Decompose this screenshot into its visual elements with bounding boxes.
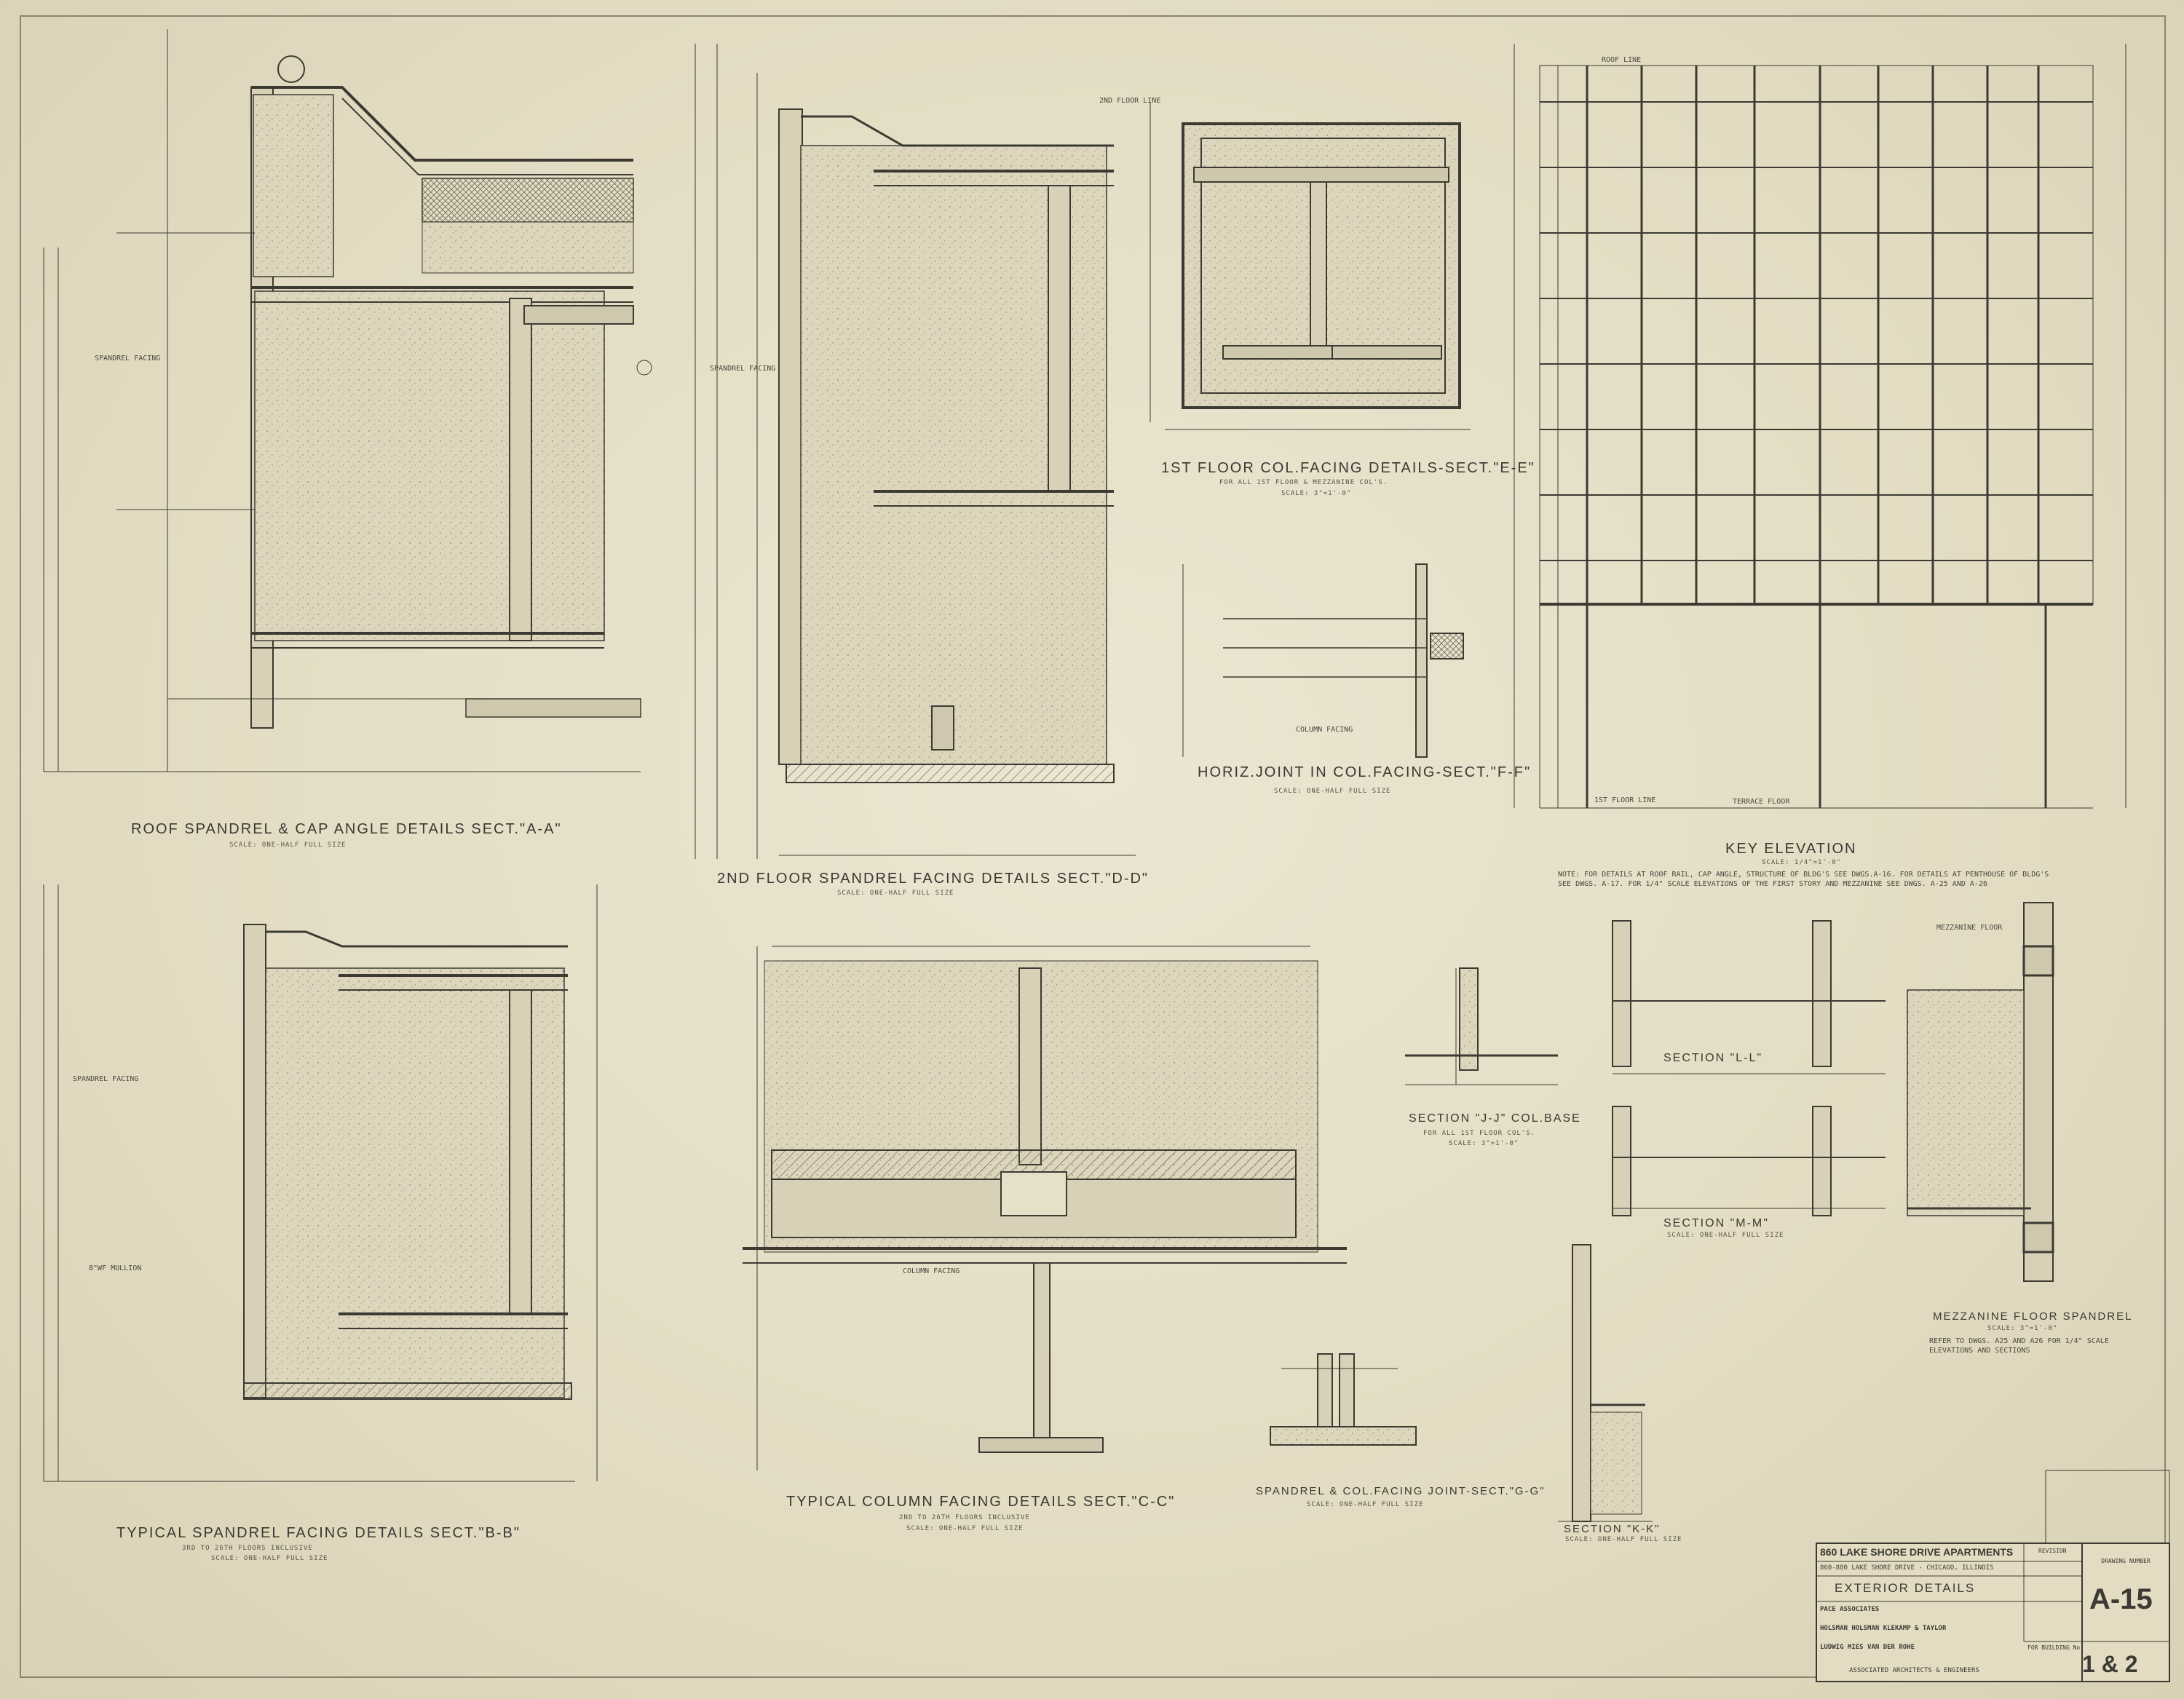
sheet-border [20,15,2166,1678]
title-block-firm-footer: ASSOCIATED ARCHITECTS & ENGINEERS [1849,1667,1979,1674]
roof-line-label: ROOF LINE [1602,56,1642,64]
spandrel-joint-scale: SCALE: ONE-HALF FULL SIZE [1307,1501,1424,1508]
terrace-floor-label: TERRACE FLOOR [1733,798,1790,806]
spandrel-facing-label-second: SPANDREL FACING [710,365,776,373]
second-floor-spandrel-title: 2ND FLOOR SPANDREL FACING DETAILS SECT."… [717,871,1150,887]
roof-spandrel-title: ROOF SPANDREL & CAP ANGLE DETAILS SECT."… [131,821,562,837]
section-k-k [1558,1244,1653,1522]
mezzanine-spandrel-detail [1907,902,2054,1282]
second-floor-line-label: 2ND FLOOR LINE [1099,97,1161,105]
section-l-l-title: SECTION "L-L" [1663,1052,1763,1064]
mezzanine-note: REFER TO DWGS. A25 AND A26 FOR 1/4" SCAL… [1929,1337,2109,1355]
key-elevation-scale: SCALE: 1/4"=1'-0" [1762,859,1842,866]
title-block-revision-label: REVISION [2038,1548,2067,1554]
roof-spandrel-detail [43,29,652,772]
section-l-l [1612,920,1886,1074]
mezzanine-floor-label: MEZZANINE FLOOR [1936,924,2003,932]
title-block-number-label: DRAWING NUMBER [2101,1558,2151,1564]
title-block-sheet-title: EXTERIOR DETAILS [1835,1581,1976,1595]
horizontal-joint-title: HORIZ.JOINT IN COL.FACING-SECT."F-F" [1198,764,1532,780]
key-elevation-title: KEY ELEVATION [1725,841,1857,857]
horizontal-joint-scale: SCALE: ONE-HALF FULL SIZE [1274,788,1391,795]
drawing-number: A-15 [2089,1583,2153,1615]
title-block-firm-2: HOLSMAN HOLSMAN KLEKAMP & TAYLOR [1820,1625,1947,1632]
first-floor-column-scale: SCALE: 3"=1'-0" [1281,490,1352,497]
title-block-firm-1: PACE ASSOCIATES [1820,1606,1880,1613]
title-block-firm-3: LUDWIG MIES VAN DER ROHE [1820,1644,1915,1651]
title-block-building: 1 & 2 [2082,1651,2138,1677]
mezzanine-spandrel-title: MEZZANINE FLOOR SPANDREL [1933,1310,2133,1323]
roof-spandrel-scale: SCALE: ONE-HALF FULL SIZE [229,841,347,849]
column-base-section [1405,967,1558,1085]
spandrel-facing-label-roof: SPANDREL FACING [95,355,161,363]
spandrel-facing-label-typical: SPANDREL FACING [73,1075,139,1083]
second-floor-spandrel-detail [695,44,1136,859]
section-m-m-scale: SCALE: ONE-HALF FULL SIZE [1667,1232,1784,1239]
column-base-title: SECTION "J-J" COL.BASE [1409,1112,1581,1125]
title-block-frame [1816,1470,2170,1682]
typical-column-facing-detail [743,946,1347,1470]
typical-spandrel-detail [43,884,598,1482]
typical-spandrel-title: TYPICAL SPANDREL FACING DETAILS SECT."B-… [116,1525,521,1541]
typical-column-subtitle: 2ND TO 26TH FLOORS INCLUSIVE [899,1514,1030,1521]
title-block-project: 860 LAKE SHORE DRIVE APARTMENTS [1820,1546,2014,1558]
typical-spandrel-scale: SCALE: ONE-HALF FULL SIZE [211,1555,328,1562]
first-floor-line-label: 1ST FLOOR LINE [1594,796,1656,804]
column-base-subtitle: FOR ALL 1ST FLOOR COL'S. [1423,1130,1536,1137]
section-m-m-title: SECTION "M-M" [1663,1217,1769,1229]
first-floor-column-facing-detail [1150,102,1471,430]
column-facing-label-horiz: COLUMN FACING [1296,726,1353,734]
typical-column-scale: SCALE: ONE-HALF FULL SIZE [906,1525,1024,1532]
key-elevation [1514,44,2126,809]
typical-column-title: TYPICAL COLUMN FACING DETAILS SECT."C-C" [786,1494,1176,1510]
mullion-label: 8"WF MULLION [89,1264,142,1272]
title-block-building-label: FOR BUILDING No. [2027,1644,2084,1651]
horizontal-joint-detail [1182,563,1464,758]
spandrel-joint-title: SPANDREL & COL.FACING JOINT-SECT."G-G" [1256,1485,1546,1497]
spandrel-column-joint-detail [1270,1353,1417,1446]
section-m-m [1612,1106,1886,1216]
typical-spandrel-subtitle: 3RD TO 26TH FLOORS INCLUSIVE [182,1545,313,1552]
key-elevation-note: NOTE: FOR DETAILS AT ROOF RAIL, CAP ANGL… [1558,871,2049,888]
title-block-address: 860-880 LAKE SHORE DRIVE - CHICAGO, ILLI… [1820,1564,1994,1572]
first-floor-column-subtitle: FOR ALL 1ST FLOOR & MEZZANINE COL'S. [1219,479,1388,486]
section-k-k-scale: SCALE: ONE-HALF FULL SIZE [1565,1536,1682,1543]
first-floor-column-title: 1ST FLOOR COL.FACING DETAILS-SECT."E-E" [1161,460,1535,476]
column-facing-label-typical: COLUMN FACING [903,1267,960,1275]
second-floor-spandrel-scale: SCALE: ONE-HALF FULL SIZE [837,890,954,897]
section-k-k-title: SECTION "K-K" [1564,1523,1661,1535]
mezzanine-spandrel-scale: SCALE: 3"=1'-0" [1987,1325,2058,1332]
column-base-scale: SCALE: 3"=1'-0" [1449,1140,1519,1147]
